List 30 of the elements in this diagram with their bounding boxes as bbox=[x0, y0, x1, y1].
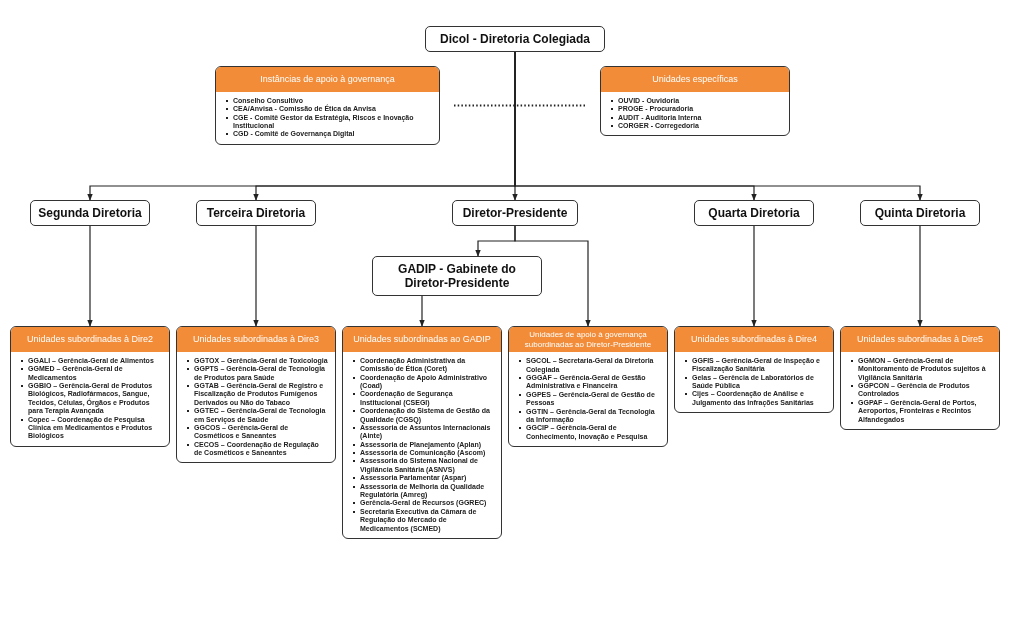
org-box: Quinta Diretoria bbox=[860, 200, 980, 226]
info-card bbox=[342, 326, 502, 539]
arrow bbox=[514, 225, 591, 327]
org-box: Dicol - Diretoria Colegiada bbox=[425, 26, 605, 52]
info-card bbox=[508, 326, 668, 448]
info-card bbox=[215, 66, 440, 145]
info-card bbox=[674, 326, 834, 414]
card-header: Unidades subordinadas à Dire5 bbox=[841, 327, 999, 352]
arrow bbox=[751, 225, 757, 327]
card-header: Unidades de apoio à governança subordinadas ao Diretor-Presidente bbox=[509, 327, 667, 353]
info-card bbox=[176, 326, 336, 464]
card-header: Unidades subordinadas à Dire2 bbox=[11, 327, 169, 352]
card-header: Instâncias de apoio à governança bbox=[216, 67, 439, 92]
card-header: Unidades subordinadas à Dire3 bbox=[177, 327, 335, 352]
arrow bbox=[87, 225, 93, 327]
org-box: Terceira Diretoria bbox=[196, 200, 316, 226]
info-card bbox=[600, 66, 790, 137]
dotted-connector bbox=[453, 104, 587, 107]
info-card bbox=[10, 326, 170, 447]
org-box: Segunda Diretoria bbox=[30, 200, 150, 226]
arrow bbox=[253, 225, 259, 327]
card-header: Unidades subordinadas ao GADIP bbox=[343, 327, 501, 352]
org-box: Diretor-Presidente bbox=[452, 200, 578, 226]
card-header: Unidades específicas bbox=[601, 67, 789, 92]
org-box: GADIP - Gabinete do Diretor-Presidente bbox=[372, 256, 542, 296]
card-header: Unidades subordinadas à Dire4 bbox=[675, 327, 833, 352]
arrow bbox=[917, 225, 923, 327]
arrow bbox=[419, 295, 425, 327]
org-box: Quarta Diretoria bbox=[694, 200, 814, 226]
info-card bbox=[840, 326, 1000, 430]
